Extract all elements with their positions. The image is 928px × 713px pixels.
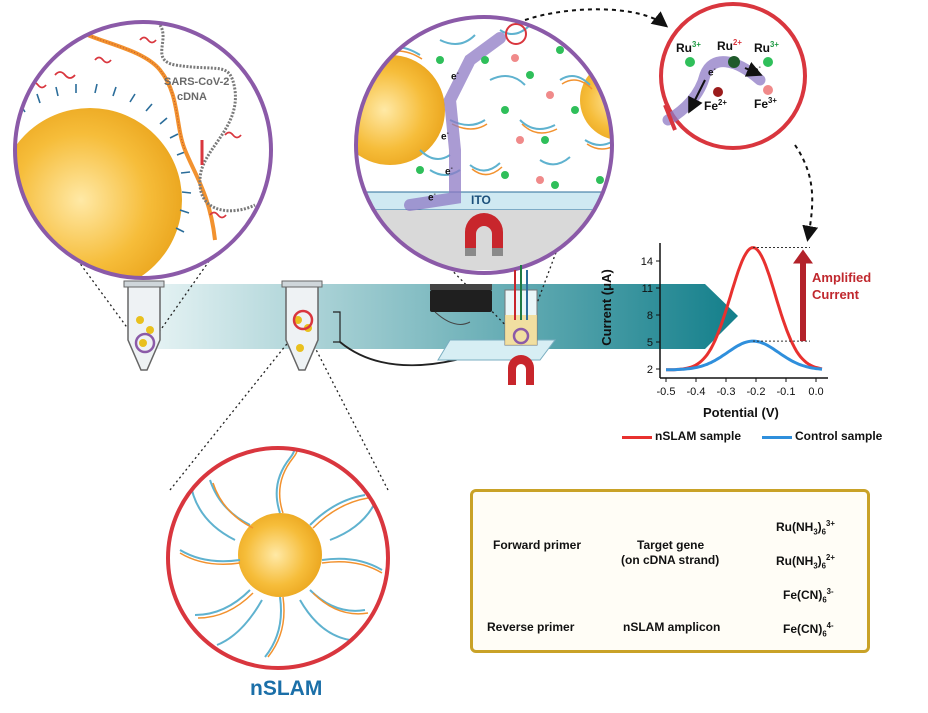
legend-swatch-nslam bbox=[622, 436, 652, 439]
legend-swatch-control bbox=[762, 436, 792, 439]
ru3-label: Ru3+ bbox=[754, 40, 779, 55]
legend-label-control: Control sample bbox=[795, 429, 883, 443]
x-tick-label: -0.3 bbox=[717, 386, 736, 398]
forward-primer-label: Forward primer bbox=[493, 538, 582, 552]
redox-zoom-circle bbox=[659, 2, 807, 150]
ru3-label: Ru3+ bbox=[676, 40, 701, 55]
y-tick-label: 14 bbox=[641, 256, 653, 268]
ru-hex3-label: Ru(NH3)63+ bbox=[776, 519, 835, 537]
electron-label: e- bbox=[441, 130, 449, 143]
y-tick-label: 5 bbox=[647, 337, 653, 349]
amplicon-label: nSLAM amplicon bbox=[623, 620, 721, 634]
electron-label: e- bbox=[445, 165, 453, 178]
target-gene-label: Target gene bbox=[637, 538, 705, 552]
amplified-arrow-shaft bbox=[800, 261, 806, 342]
tube-left bbox=[123, 280, 165, 371]
target-gene-sub-label: (on cDNA strand) bbox=[621, 553, 720, 567]
sars-label: SARS-CoV-2 bbox=[164, 76, 230, 88]
potentiostat bbox=[430, 284, 492, 325]
electron-label: e- bbox=[451, 70, 459, 83]
ru2-label: Ru2+ bbox=[717, 38, 742, 53]
nslam-title: nSLAM bbox=[250, 677, 323, 700]
x-tick-label: -0.1 bbox=[777, 386, 796, 398]
x-axis-label: Potential (V) bbox=[703, 405, 779, 420]
electron-label: e- bbox=[428, 191, 436, 204]
electron-label: e- bbox=[708, 66, 716, 79]
series-line-control bbox=[666, 339, 823, 372]
cdna-label: cDNA bbox=[177, 91, 207, 103]
x-tick-label: -0.2 bbox=[747, 386, 766, 398]
fe2-label: Fe2+ bbox=[704, 98, 727, 113]
legend-label-nslam: nSLAM sample bbox=[655, 429, 742, 443]
electrochemical-cell bbox=[437, 265, 556, 385]
fe3-label: Fe3+ bbox=[754, 96, 777, 111]
amplified-arrow-head bbox=[793, 249, 813, 264]
electron-label: e- bbox=[753, 64, 761, 77]
x-tick-label: -0.4 bbox=[687, 386, 706, 398]
nslam-zoom-circle bbox=[166, 446, 390, 670]
ito-label: ITO bbox=[471, 193, 491, 207]
fe-cn4-label: Fe(CN)64- bbox=[783, 621, 834, 639]
y-axis-label: Current (μA) bbox=[598, 269, 614, 346]
tube-center bbox=[281, 280, 323, 371]
y-tick-label: 2 bbox=[647, 364, 653, 376]
amplified-label: Amplified bbox=[812, 270, 872, 285]
legend-box bbox=[470, 489, 870, 653]
ru-hex2-label: Ru(NH3)62+ bbox=[776, 553, 835, 571]
x-tick-label: 0.0 bbox=[808, 386, 823, 398]
current-label: Current bbox=[812, 287, 859, 302]
fe-cn3-label: Fe(CN)63- bbox=[783, 587, 834, 605]
x-tick-label: -0.5 bbox=[657, 386, 676, 398]
y-tick-label: 11 bbox=[642, 283, 653, 295]
reverse-primer-label: Reverse primer bbox=[487, 620, 575, 634]
series-line-nslam bbox=[666, 246, 823, 372]
y-tick-label: 8 bbox=[647, 310, 653, 322]
